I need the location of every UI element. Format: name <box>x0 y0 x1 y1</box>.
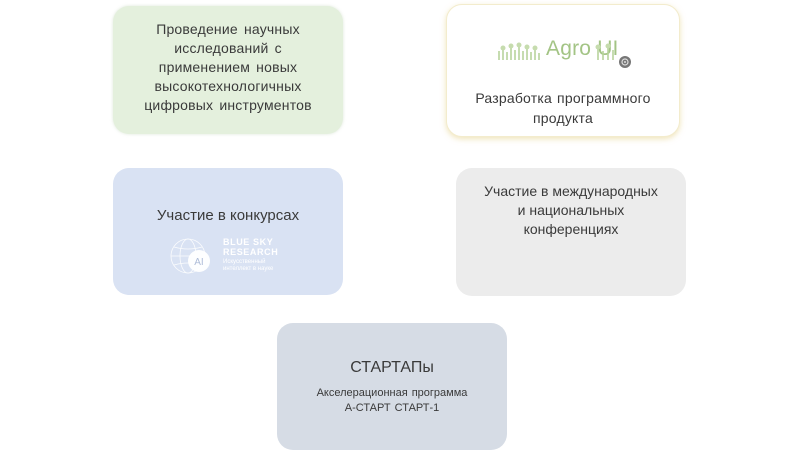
globe-icon: AI <box>170 238 210 274</box>
startups-card-title: СТАРТАПы <box>350 359 434 376</box>
ai-mark: AI <box>194 257 203 268</box>
conferences-card[interactable]: Участие в международных и национальных к… <box>456 168 686 296</box>
contests-card[interactable]: Участие в конкурсах AI BLUE SKY RESEARCH… <box>113 168 343 295</box>
software-product-card[interactable]: Agro UI Разработка программного продукта <box>446 4 680 137</box>
agro-ui-brand-text: Agro UI <box>546 37 619 60</box>
trees-right-icon <box>595 43 614 60</box>
contests-card-label: Участие в конкурсах <box>156 207 300 224</box>
conferences-card-label: Участие в международных и национальных к… <box>484 183 658 237</box>
gear-icon <box>619 56 631 68</box>
research-card-label: Проведение научных исследований с примен… <box>144 21 312 113</box>
agro-ui-logo: Agro UI <box>497 35 619 65</box>
startups-card[interactable]: СТАРТАПы Акселерационная программа А-СТА… <box>277 323 507 450</box>
research-card[interactable]: Проведение научных исследований с примен… <box>113 6 343 134</box>
blue-sky-research-title: BLUE SKY RESEARCH <box>223 237 279 257</box>
blue-sky-research-logo: AI BLUE SKY RESEARCH Искусственный интел… <box>168 236 298 278</box>
software-product-card-label: Разработка программного продукта <box>475 90 651 126</box>
startups-card-subtitle: Акселерационная программа А-СТАРТ СТАРТ-… <box>316 387 468 414</box>
trees-left-icon <box>498 42 540 60</box>
blue-sky-research-subtitle: Искусственный интеллект в науке <box>223 259 274 272</box>
